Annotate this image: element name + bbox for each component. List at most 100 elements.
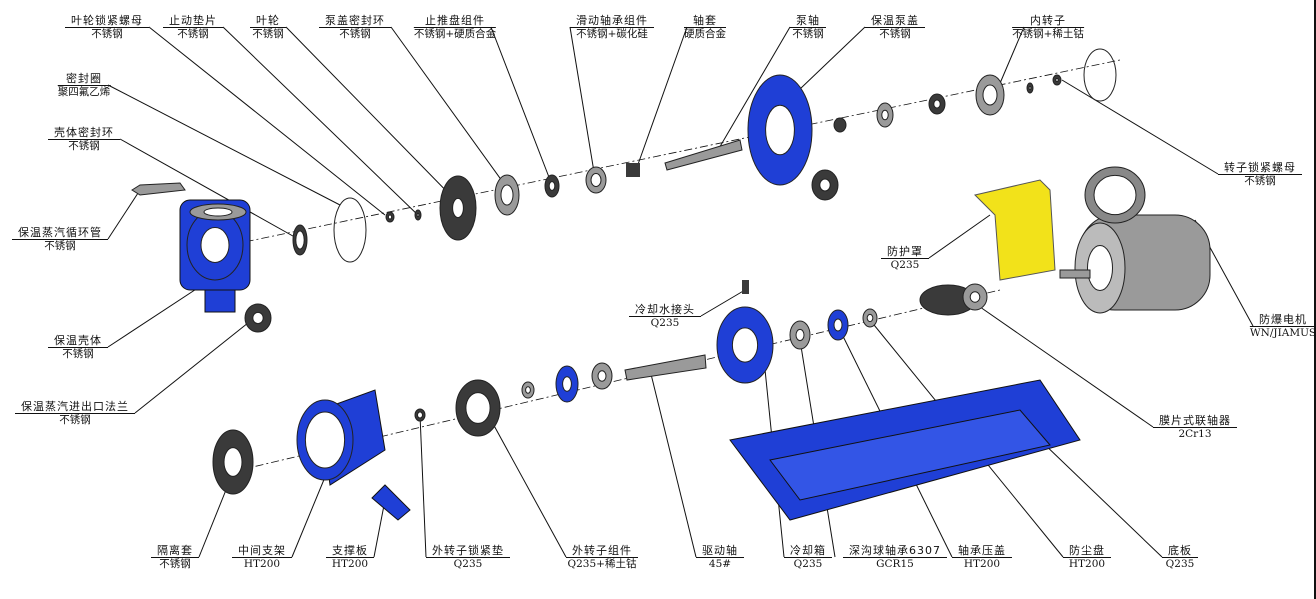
part-material: 不锈钢: [252, 28, 284, 40]
stop-washer: [414, 209, 422, 221]
part-name: 止推盘组件: [413, 14, 497, 28]
guard: [974, 179, 1056, 281]
outer-rotor: [455, 379, 501, 437]
callout-label: 泵轴不锈钢: [790, 14, 826, 41]
motor: [1059, 166, 1211, 314]
part-material: 不锈钢: [59, 414, 91, 426]
bearing-cover: [827, 309, 849, 341]
part-material: WN/JIAMUS: [1249, 327, 1316, 339]
callout-label: 止动垫片不锈钢: [163, 14, 223, 41]
callout-label: 保温泵盖不锈钢: [865, 14, 925, 41]
part-material: 硬质合金: [684, 28, 726, 40]
part-material: 聚四氟乙烯: [57, 86, 111, 98]
leader-line: [649, 369, 697, 558]
leader-line: [107, 279, 211, 348]
leader-line: [373, 499, 386, 558]
part-material: Q235: [650, 317, 680, 329]
leader-line: [717, 26, 791, 151]
seal-ring: [333, 197, 367, 263]
part-material: 不锈钢: [91, 28, 123, 40]
cooling-box: [716, 306, 774, 384]
leader-line: [928, 214, 991, 259]
part-material: GCR15: [876, 558, 914, 570]
part-name: 膜片式联轴器: [1153, 414, 1237, 428]
callout-label: 叶轮不锈钢: [250, 14, 286, 41]
part-name: 保温泵盖: [865, 14, 925, 28]
part-name: 壳体密封环: [48, 126, 120, 140]
part-name: 止动垫片: [163, 14, 223, 28]
part-name: 驱动轴: [696, 544, 744, 558]
part-material: HT200: [243, 558, 281, 570]
impeller-nut: [385, 211, 395, 223]
part-material: 不锈钢: [1244, 175, 1276, 187]
isolation-sleeve: [212, 429, 254, 495]
part-name: 防爆电机: [1249, 313, 1316, 327]
part-material: 不锈钢: [177, 28, 209, 40]
insulated-cover: [747, 74, 839, 201]
leader-line: [390, 26, 511, 193]
part-material: HT200: [1068, 558, 1106, 570]
drive-shaft: [624, 354, 707, 381]
leader-line: [700, 289, 746, 317]
part-material: Q235: [890, 259, 920, 271]
leader-line: [107, 189, 141, 240]
part-material: 不锈钢+碳化硅: [576, 28, 648, 40]
part-name: 转子锁紧螺母: [1218, 161, 1302, 175]
part-material: HT200: [331, 558, 369, 570]
pump-shaft: [664, 139, 743, 171]
callout-label: 内转子不锈钢+稀土钴: [1012, 14, 1084, 41]
part-material: 不锈钢: [792, 28, 824, 40]
part-name: 底板: [1162, 544, 1198, 558]
callout-label: 转子锁紧螺母不锈钢: [1218, 161, 1302, 188]
thrust-disc: [544, 174, 560, 198]
part-name: 轴承压盖: [952, 544, 1012, 558]
part-name: 保温蒸汽循环管: [12, 226, 108, 240]
sliding-bearing: [585, 166, 607, 194]
part-material: 不锈钢+硬质合金: [413, 28, 497, 40]
part-material: 不锈钢: [44, 240, 76, 252]
leader-line: [222, 26, 421, 218]
sleeve: [626, 163, 640, 177]
part-material: 不锈钢: [62, 348, 94, 360]
leader-line: [198, 479, 231, 558]
part-material: Q235: [1165, 558, 1195, 570]
part-name: 隔离套: [151, 544, 199, 558]
part-name: 冷却水接头: [629, 303, 701, 317]
part-name: 泵盖密封环: [319, 14, 391, 28]
part-material: Q235: [453, 558, 483, 570]
bearing-parts: [521, 362, 613, 403]
part-name: 叶轮锁紧螺母: [65, 14, 149, 28]
flange: [244, 303, 272, 333]
part-material: 不锈钢: [879, 28, 911, 40]
deep-groove-bearing: [789, 320, 811, 350]
callout-label: 隔离套不锈钢: [151, 544, 199, 571]
part-material: Q235+稀土钴: [567, 558, 637, 570]
casing-seal-ring: [292, 224, 308, 256]
outer-rotor-washer: [414, 408, 426, 422]
steam-pipe: [131, 182, 186, 196]
part-name: 中间支架: [232, 544, 292, 558]
leader-line: [119, 138, 301, 241]
leader-line: [419, 414, 427, 558]
support-plate: [371, 484, 411, 521]
o-ring: [1083, 48, 1117, 102]
cover-seal-ring: [494, 174, 520, 216]
dust-disc: [862, 308, 878, 328]
base-plate: [729, 379, 1081, 521]
callout-label: 滑动轴承组件不锈钢+碳化硅: [570, 14, 654, 41]
leader-line: [969, 299, 1154, 428]
part-name: 防护罩: [881, 245, 929, 259]
part-material: 不锈钢: [68, 140, 100, 152]
part-material: 2Cr13: [1178, 428, 1212, 440]
part-name: 外转子组件: [566, 544, 638, 558]
